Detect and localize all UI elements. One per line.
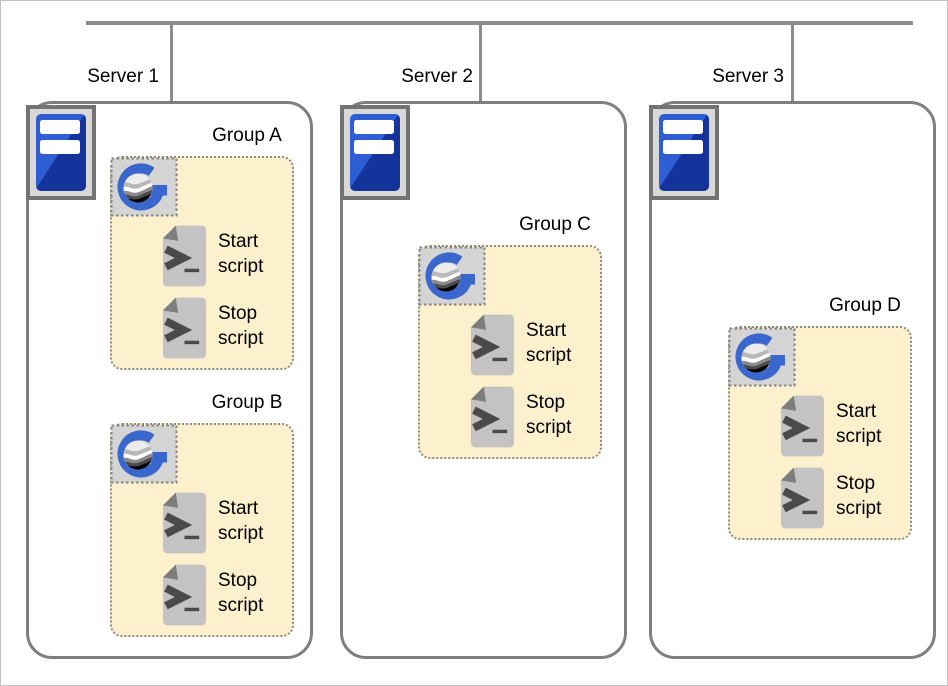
group-a-box: Group A Start script Stop script (110, 125, 294, 370)
start-script-item: Start script (470, 313, 594, 378)
server3-label: Server 3 (712, 66, 784, 87)
stop-script-item: Stop script (162, 296, 286, 361)
server1-connector-line (170, 23, 173, 103)
start-script-label: Start script (526, 320, 572, 366)
terminal-script-file-icon (162, 491, 207, 556)
stop-script-label: Stop script (218, 570, 264, 616)
group-c-box: Group C Start script Stop script (418, 214, 602, 459)
terminal-script-file-icon (780, 466, 825, 531)
gateway-globe-g-icon (110, 424, 178, 484)
server1-label: Server 1 (87, 66, 159, 87)
group-b-box: Group B Start script Stop script (110, 392, 294, 637)
stop-script-label: Stop script (526, 392, 572, 438)
server-icon (649, 105, 719, 200)
terminal-script-file-icon (780, 394, 825, 459)
terminal-script-file-icon (470, 385, 515, 450)
gateway-globe-g-icon (418, 246, 486, 306)
terminal-script-file-icon (162, 563, 207, 628)
group-d-label: Group D (829, 295, 901, 316)
server2-label: Server 2 (401, 66, 473, 87)
group-d-box: Group D Start script Stop script (728, 295, 912, 540)
gateway-globe-g-icon (728, 327, 796, 387)
server3-box: Group D Start script Stop script (649, 101, 936, 659)
start-script-label: Start script (218, 498, 264, 544)
server2-connector-line (479, 23, 482, 103)
stop-script-item: Stop script (470, 385, 594, 450)
server2-box: Group C Start script Stop script (340, 101, 627, 659)
server3-connector-line (791, 23, 794, 103)
server-icon (340, 105, 410, 200)
start-script-label: Start script (836, 401, 882, 447)
gateway-globe-g-icon (110, 157, 178, 217)
stop-script-label: Stop script (836, 473, 882, 519)
network-trunk-line (86, 21, 913, 25)
stop-script-item: Stop script (780, 466, 904, 531)
stop-script-label: Stop script (218, 303, 264, 349)
start-script-item: Start script (162, 491, 286, 556)
start-script-item: Start script (780, 394, 904, 459)
start-script-item: Start script (162, 224, 286, 289)
group-c-label: Group C (519, 214, 591, 235)
group-b-label: Group B (211, 392, 283, 413)
terminal-script-file-icon (162, 296, 207, 361)
stop-script-item: Stop script (162, 563, 286, 628)
server-icon (26, 105, 96, 200)
start-script-label: Start script (218, 231, 264, 277)
terminal-script-file-icon (470, 313, 515, 378)
terminal-script-file-icon (162, 224, 207, 289)
group-a-label: Group A (212, 125, 282, 146)
server1-box: Group A Start script Stop script Group B… (26, 101, 313, 659)
